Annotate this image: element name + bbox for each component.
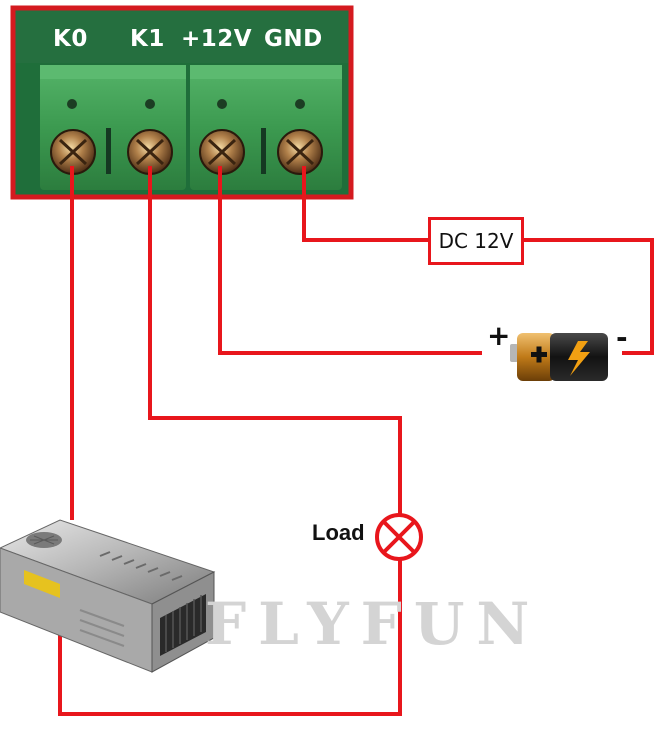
dc-power-label: DC 12V: [428, 217, 524, 265]
terminal-screw-icon: [199, 129, 245, 175]
wire-load-return: [58, 560, 402, 716]
terminal-label-k1: K1: [130, 26, 165, 52]
terminal-label-gnd: GND: [264, 26, 323, 52]
board-frame: [10, 5, 354, 200]
power-supply-icon: [0, 519, 216, 673]
lamp-icon: [375, 513, 423, 561]
battery-icon: [510, 333, 608, 381]
terminal-screw-icon: [127, 129, 173, 175]
battery-plus-sign: +: [487, 319, 511, 352]
wire-gnd: [302, 166, 428, 242]
terminal-label-k0: K0: [53, 26, 88, 52]
terminal-screw-icon: [277, 129, 323, 175]
dc-power-text: DC 12V: [438, 229, 514, 253]
wire-k1: [148, 166, 402, 515]
load-label: Load: [312, 520, 365, 545]
watermark-text: FLYFUN: [205, 590, 542, 658]
wire-gnd-return: [524, 238, 654, 355]
wire-12v: [218, 166, 482, 355]
terminal-label-12v: +12V: [181, 26, 253, 52]
battery-minus-sign: -: [616, 321, 628, 354]
